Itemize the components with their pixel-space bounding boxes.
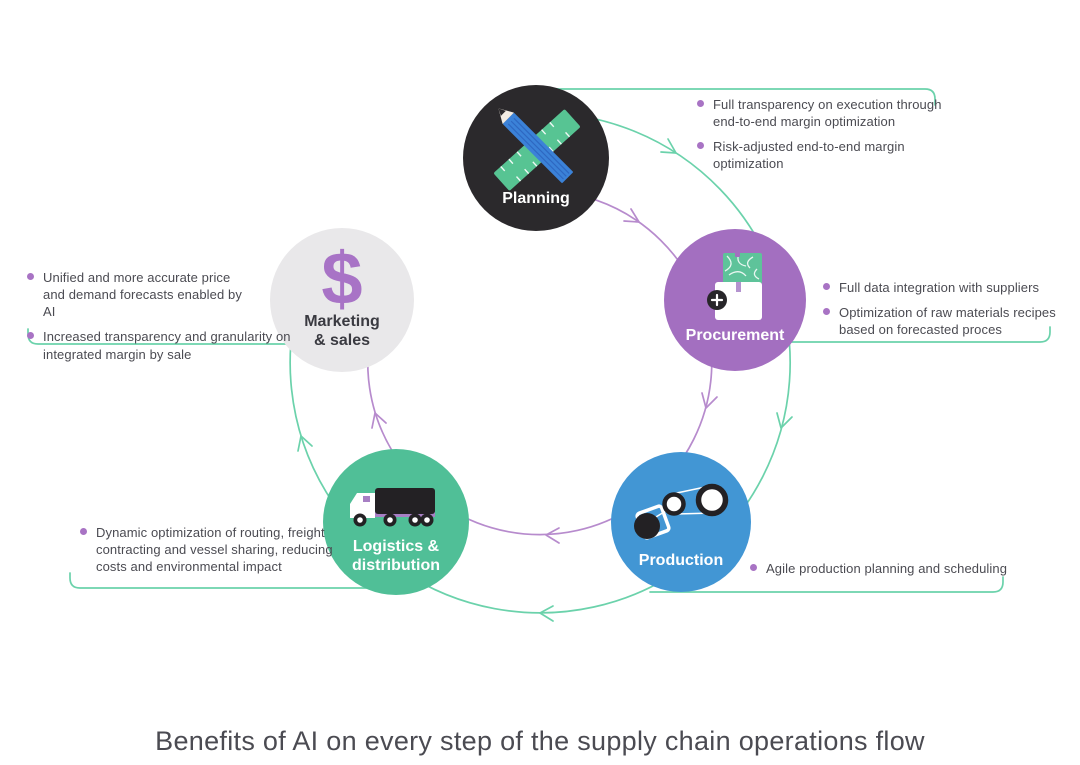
callout-line-procurement	[699, 326, 1051, 343]
bullet-dot-icon	[697, 142, 704, 150]
bullet-dot-icon	[27, 273, 34, 280]
pencil-and-ruler-icon	[494, 108, 580, 191]
benefit-bullet: Dynamic optimization of routing, freight…	[80, 524, 350, 575]
callout-line-logistics	[69, 572, 421, 589]
bullet-dot-icon	[80, 528, 87, 535]
dollar-sign-icon: $	[321, 237, 362, 320]
bullet-dot-icon	[27, 332, 34, 340]
flow-arrowhead	[701, 392, 718, 409]
benefit-bullet: Optimization of raw materials recipes ba…	[823, 304, 1080, 338]
benefit-bullet: Risk-adjusted end-to-end margin optimiza…	[697, 138, 959, 172]
node-planning-label: Planning	[502, 190, 570, 207]
callout-production: Agile production planning and scheduling	[750, 560, 1050, 585]
benefit-bullet: Full transparency on execution through e…	[697, 96, 959, 130]
supply-box-icon	[707, 249, 762, 320]
bullet-dot-icon	[823, 308, 830, 316]
flow-arrowhead	[371, 412, 387, 429]
benefit-bullet: Increased transparency and granularity o…	[27, 328, 292, 362]
benefit-text: Optimization of raw materials recipes ba…	[839, 305, 1056, 338]
node-marketing-label-line1: Marketing	[304, 313, 380, 330]
benefit-text: Risk-adjusted end-to-end margin optimiza…	[713, 139, 905, 172]
flow-arrowhead	[539, 605, 554, 622]
flow-arrowhead	[776, 412, 793, 429]
pulley-belt-icon	[634, 483, 729, 540]
flow-arrowhead	[545, 527, 560, 544]
benefit-bullet: Agile production planning and scheduling	[750, 560, 1050, 577]
benefit-text: Full transparency on execution through e…	[713, 97, 942, 130]
bullet-dot-icon	[697, 100, 704, 107]
node-production-label: Production	[639, 552, 723, 569]
callout-line-production	[649, 576, 1004, 593]
bullet-dot-icon	[750, 564, 757, 571]
benefit-text: Increased transparency and granularity o…	[43, 329, 291, 362]
benefit-bullet: Unified and more accurate price and dema…	[27, 269, 292, 320]
node-procurement-label: Procurement	[686, 327, 785, 344]
callout-procurement: Full data integration with suppliers Opt…	[823, 279, 1080, 346]
node-production-circle	[611, 452, 751, 592]
benefit-text: Dynamic optimization of routing, freight…	[96, 525, 333, 575]
benefit-text: Unified and more accurate price and dema…	[43, 270, 242, 320]
truck-icon	[350, 488, 435, 527]
benefit-bullet: Full data integration with suppliers	[823, 279, 1080, 296]
node-marketing-label-line2: & sales	[314, 332, 370, 349]
flow-arrowhead	[297, 435, 313, 452]
callout-logistics: Dynamic optimization of routing, freight…	[80, 524, 350, 583]
truck-wheels	[353, 513, 434, 527]
benefit-text: Agile production planning and scheduling	[766, 561, 1008, 576]
callout-planning: Full transparency on execution through e…	[697, 96, 959, 181]
callout-marketing: Unified and more accurate price and dema…	[27, 269, 292, 371]
diagram-caption: Benefits of AI on every step of the supp…	[155, 726, 925, 756]
flow-arrowhead	[623, 208, 640, 223]
node-logistics-label-line2: distribution	[352, 557, 440, 574]
flow-arrowhead	[660, 138, 677, 154]
callout-line-planning	[544, 88, 936, 106]
bullet-dot-icon	[823, 283, 830, 290]
node-marketing-circle	[270, 228, 414, 372]
node-logistics-label-line1: Logistics &	[353, 538, 440, 555]
benefit-text: Full data integration with suppliers	[839, 280, 1040, 295]
